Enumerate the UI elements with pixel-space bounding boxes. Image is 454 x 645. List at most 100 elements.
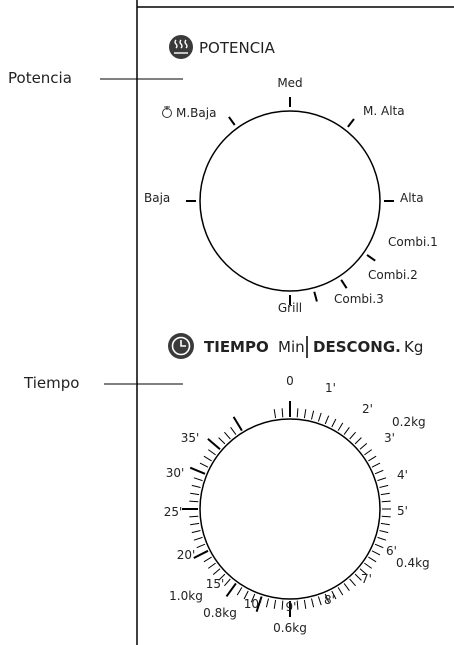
time-minor-tick xyxy=(236,587,243,596)
time-minor-tick xyxy=(190,492,200,496)
time-minor-tick xyxy=(381,515,391,518)
time-minor-tick xyxy=(311,410,315,420)
time-minor-tick xyxy=(203,556,212,563)
time-minor-tick xyxy=(193,536,203,541)
time-major-tick xyxy=(193,549,209,559)
time-minor-tick xyxy=(359,568,368,575)
time-minor-tick xyxy=(374,469,384,475)
power-level-labels: Med M. Alta Alta Combi.1 Combi.2 Combi.3… xyxy=(144,76,438,315)
weight-mark-0-2kg: 0.2kg xyxy=(392,415,426,429)
power-level-combi-2: Combi.2 xyxy=(368,268,418,282)
time-minor-tick xyxy=(189,500,199,503)
time-minor-tick xyxy=(377,536,387,541)
time-minor-tick xyxy=(208,562,216,569)
time-minor-tick xyxy=(359,443,368,450)
time-minor-tick xyxy=(324,593,330,603)
time-minor-tick xyxy=(212,568,221,575)
power-level-m-alta: M. Alta xyxy=(363,104,405,118)
time-minor-tick xyxy=(380,492,390,496)
time-minor-tick xyxy=(218,573,226,581)
power-title: POTENCIA xyxy=(199,39,276,57)
time-minor-tick xyxy=(218,437,226,445)
weight-mark-0-8kg: 0.8kg xyxy=(203,606,237,620)
time-minor-tick xyxy=(343,583,350,591)
time-minor-tick xyxy=(203,455,212,462)
time-minor-tick xyxy=(379,484,389,488)
time-unit: Min xyxy=(278,338,305,356)
time-mark-15: 15' xyxy=(206,577,225,591)
power-knob[interactable] xyxy=(199,110,381,292)
time-minor-tick xyxy=(191,530,201,534)
power-level-grill: Grill xyxy=(278,301,302,315)
time-minor-tick xyxy=(311,598,315,608)
time-minor-tick xyxy=(354,437,362,445)
time-mark-25: 25' xyxy=(164,505,183,519)
time-minor-tick xyxy=(230,427,237,435)
time-knob[interactable] xyxy=(199,418,381,600)
time-minor-tick xyxy=(381,500,391,503)
time-title: TIEMPO xyxy=(204,338,269,356)
time-minor-tick xyxy=(379,530,389,534)
time-minor-tick xyxy=(377,477,387,482)
time-minor-tick xyxy=(199,462,209,468)
time-mark-4: 4' xyxy=(397,468,408,482)
time-minor-tick xyxy=(224,431,231,440)
callout-power-label: Potencia xyxy=(8,69,72,87)
time-major-tick xyxy=(207,438,221,451)
power-level-baja: Baja xyxy=(144,191,170,205)
time-minor-tick xyxy=(337,587,344,596)
time-minor-tick xyxy=(337,422,344,431)
time-weight-labels: 0.2kg 0.4kg 0.6kg 0.8kg 1.0kg xyxy=(169,415,429,635)
time-minor-tick xyxy=(354,573,362,581)
time-minor-tick xyxy=(224,578,231,587)
time-mark-10: 10' xyxy=(244,597,263,611)
time-minor-tick xyxy=(380,522,390,526)
time-minor-tick xyxy=(364,449,372,456)
clock-icon xyxy=(168,333,194,359)
time-minor-tick xyxy=(331,590,337,600)
time-major-tick xyxy=(255,596,263,613)
time-minor-tick xyxy=(193,477,203,482)
time-scale-ticks xyxy=(182,401,391,617)
time-minor-tick xyxy=(296,408,299,418)
time-minor-tick xyxy=(317,412,322,422)
time-minor-tick xyxy=(343,427,350,435)
power-knob-ticks xyxy=(186,97,394,305)
time-minor-tick xyxy=(196,543,206,549)
time-minor-tick xyxy=(273,409,277,419)
power-level-combi-1: Combi.1 xyxy=(388,235,438,249)
time-minor-tick xyxy=(368,556,377,563)
time-mark-3: 3' xyxy=(384,431,395,445)
time-minor-tick xyxy=(250,593,256,603)
time-major-tick xyxy=(232,416,243,432)
power-level-med: Med xyxy=(277,76,302,90)
power-level-tick xyxy=(340,279,348,289)
time-mark-0: 0 xyxy=(286,374,294,388)
time-mark-6: 6' xyxy=(386,544,397,558)
time-minor-tick xyxy=(331,418,337,428)
time-minor-tick xyxy=(265,598,269,608)
weight-mark-0-6kg: 0.6kg xyxy=(273,621,307,635)
time-minor-tick xyxy=(281,408,284,418)
power-level-tick xyxy=(366,254,376,262)
time-minor-tick xyxy=(296,600,299,610)
defrost-unit: Kg xyxy=(404,338,423,356)
time-minor-tick xyxy=(374,543,384,549)
time-minor-tick xyxy=(303,409,307,419)
time-mark-7: 7' xyxy=(361,572,372,586)
callout-time-label: Tiempo xyxy=(23,374,79,392)
time-minor-tick xyxy=(190,522,200,526)
time-minor-tick xyxy=(191,484,201,488)
power-level-combi-3: Combi.3 xyxy=(334,292,384,306)
time-minor-tick xyxy=(317,596,322,606)
weight-mark-0-4kg: 0.4kg xyxy=(396,556,430,570)
time-minor-tick xyxy=(303,599,307,609)
time-minor-tick xyxy=(189,515,199,518)
time-minor-tick xyxy=(243,590,249,600)
time-minor-tick xyxy=(371,462,381,468)
time-mark-1: 1' xyxy=(325,381,336,395)
time-minor-tick xyxy=(368,455,377,462)
time-mark-35: 35' xyxy=(181,431,200,445)
time-minor-tick xyxy=(208,449,216,456)
power-level-tick xyxy=(313,291,318,302)
